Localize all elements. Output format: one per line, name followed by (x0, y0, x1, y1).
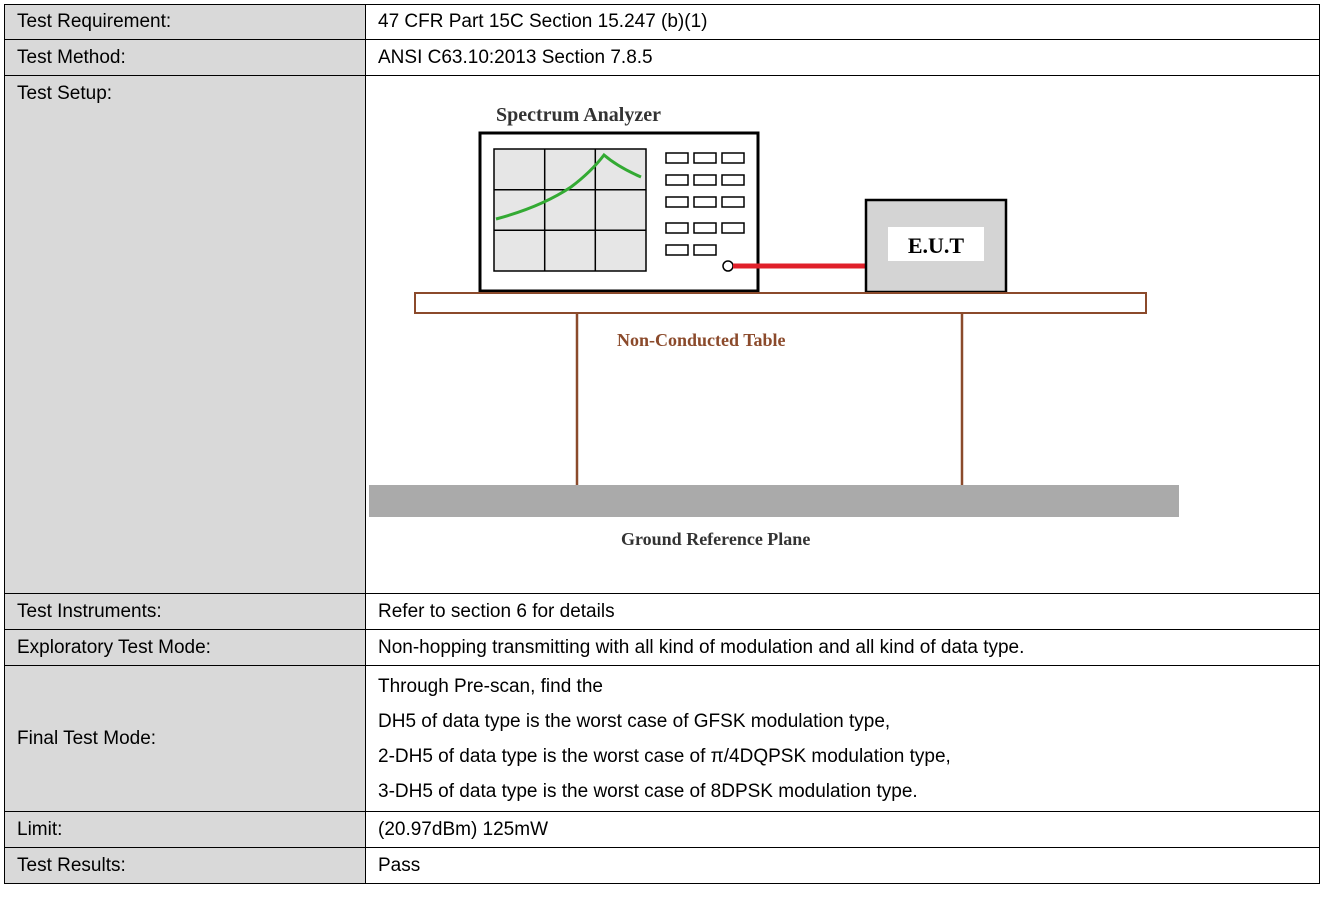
test-setup-diagram: Spectrum Analyzer (369, 104, 1179, 549)
row-test-instruments: Test Instruments: Refer to section 6 for… (4, 593, 1320, 630)
label-test-setup-text: Test Setup: (17, 83, 113, 104)
eut-label-bg (888, 226, 984, 261)
label-test-setup: Test Setup: (4, 75, 366, 594)
label-limit: Limit: (4, 811, 366, 848)
analyzer-buttons (665, 151, 745, 256)
test-report-table: Test Requirement: 47 CFR Part 15C Sectio… (4, 4, 1320, 884)
final-mode-line-3: 2-DH5 of data type is the worst case of … (378, 745, 951, 767)
value-final-test-mode: Through Pre-scan, find the DH5 of data t… (365, 665, 1320, 812)
label-exploratory-test-mode: Exploratory Test Mode: (4, 629, 366, 666)
row-test-setup: Test Setup: Spectrum Analyzer (4, 75, 1320, 594)
label-final-test-mode: Final Test Mode: (4, 665, 366, 812)
final-mode-line-2: DH5 of data type is the worst case of GF… (378, 710, 891, 732)
row-final-test-mode: Final Test Mode: Through Pre-scan, find … (4, 665, 1320, 812)
analyzer-label: Spectrum Analyzer (496, 104, 661, 126)
row-exploratory-test-mode: Exploratory Test Mode: Non-hopping trans… (4, 629, 1320, 666)
value-limit: (20.97dBm) 125mW (365, 811, 1320, 848)
row-test-method: Test Method: ANSI C63.10:2013 Section 7.… (4, 39, 1320, 76)
final-mode-line-1: Through Pre-scan, find the (378, 675, 603, 697)
value-test-setup: Spectrum Analyzer (365, 75, 1320, 594)
rf-port (722, 259, 734, 272)
value-test-results: Pass (365, 847, 1320, 884)
label-test-method: Test Method: (4, 39, 366, 76)
ground-label: Ground Reference Plane (621, 529, 810, 549)
final-mode-line-4: 3-DH5 of data type is the worst case of … (378, 780, 918, 802)
row-test-requirement: Test Requirement: 47 CFR Part 15C Sectio… (4, 4, 1320, 40)
table-label: Non-Conducted Table (617, 330, 786, 350)
row-limit: Limit: (20.97dBm) 125mW (4, 811, 1320, 848)
value-test-requirement: 47 CFR Part 15C Section 15.247 (b)(1) (365, 4, 1320, 40)
value-test-method: ANSI C63.10:2013 Section 7.8.5 (365, 39, 1320, 76)
table-top (414, 291, 1147, 314)
analyzer-screen (493, 147, 647, 272)
value-exploratory-test-mode: Non-hopping transmitting with all kind o… (365, 629, 1320, 666)
ground-plane (369, 484, 1179, 517)
label-test-requirement: Test Requirement: (4, 4, 366, 40)
value-test-instruments: Refer to section 6 for details (365, 593, 1320, 630)
spectrum-trace (495, 152, 642, 220)
analyzer-grid (494, 148, 646, 271)
row-test-results: Test Results: Pass (4, 847, 1320, 884)
label-test-instruments: Test Instruments: (4, 593, 366, 630)
label-test-results: Test Results: (4, 847, 366, 884)
eut-label: E.U.T (908, 233, 965, 258)
